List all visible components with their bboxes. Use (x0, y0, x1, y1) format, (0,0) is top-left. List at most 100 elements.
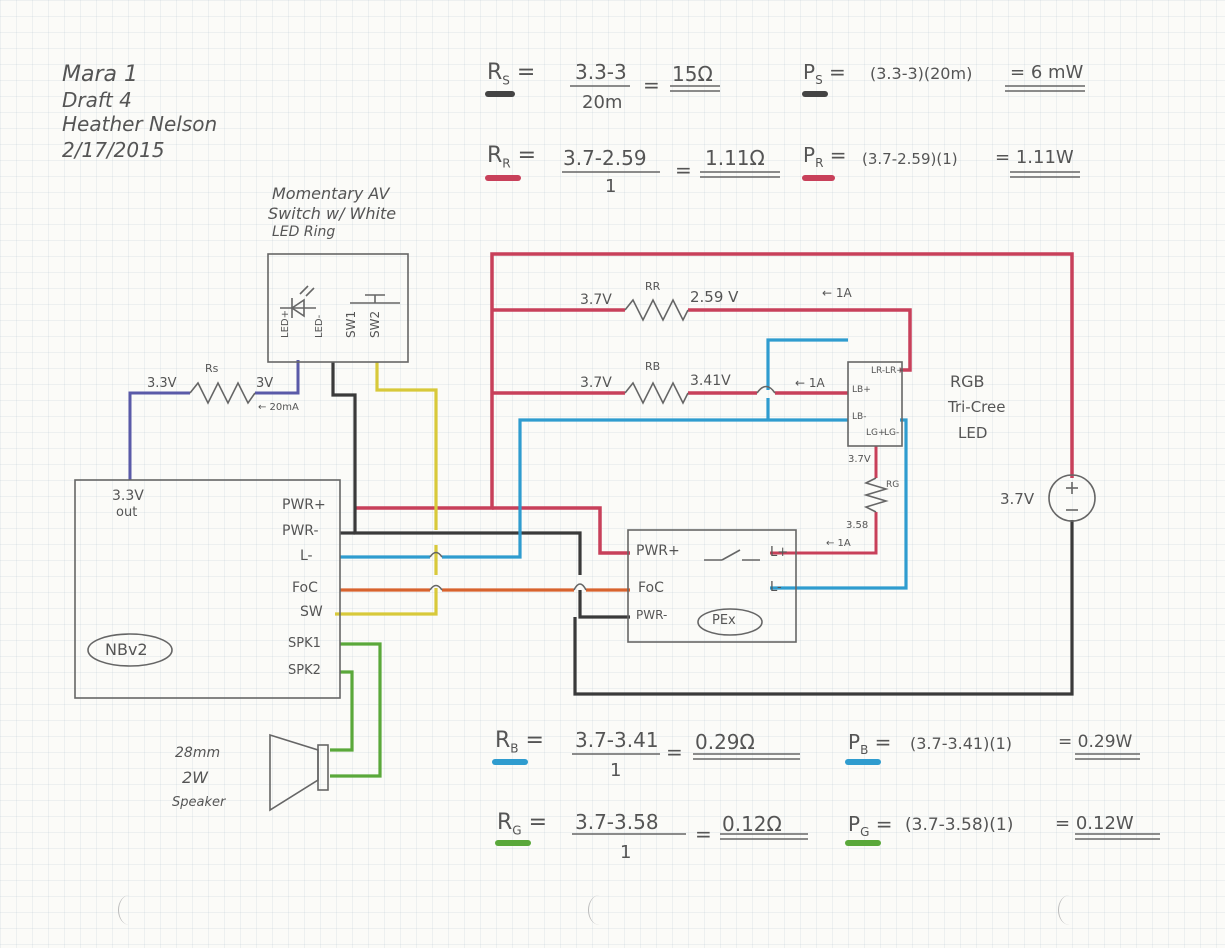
eq-rg-num: 3.7-3.58 (575, 810, 659, 834)
board-out-label: out (116, 505, 138, 520)
rgb-pin-lb-minus: LB- (852, 412, 867, 422)
eq-rr-den: 1 (605, 176, 617, 197)
wire-blue (340, 338, 908, 590)
pex-pin-l-minus: L- (770, 580, 782, 595)
eq-pg-expr: (3.7-3.58)(1) (905, 815, 1014, 835)
eq-rg-lhs: RG = (497, 810, 548, 838)
pex-pin-pwr-plus: PWR+ (636, 543, 680, 559)
led-ring-icon (280, 285, 316, 318)
switch-pin-led-plus: LED+ (280, 310, 291, 338)
rb-left-voltage: 3.7V (580, 375, 612, 391)
eq-rg-result: 0.12Ω (722, 812, 782, 836)
nbv2-circle (87, 633, 173, 667)
rgb-title-1: RGB (950, 372, 985, 391)
rs-name: Rs (205, 362, 219, 375)
eq-rr-lhs: RR = (487, 143, 537, 171)
header-author: Heather Nelson (62, 112, 218, 136)
eq-ps-result: = 6 mW (1010, 62, 1084, 83)
eq-rr-result: 1.11Ω (705, 146, 765, 170)
eq-ps-lhs: PS = (803, 60, 846, 87)
board-pin-foc: FoC (292, 580, 318, 596)
board-pin-l-minus: L- (300, 548, 313, 564)
eq-rb-eq: = (666, 740, 683, 764)
eq-pr-result: = 1.11W (995, 147, 1074, 168)
wire-yellow (335, 362, 438, 616)
eq-rr-eq: = (675, 158, 692, 182)
rs-current: ← 20mA (258, 402, 299, 413)
eq-rs-eq: = (643, 73, 660, 97)
eq-rb-lhs: RB = (495, 728, 544, 756)
eq-rr-num: 3.7-2.59 (563, 146, 647, 170)
header-draft: Draft 4 (62, 88, 132, 112)
eq-ps-expr: (3.3-3)(20m) (870, 64, 973, 83)
rgb-title-3: LED (958, 424, 988, 442)
board-name: NBv2 (105, 640, 148, 659)
switch-caption-1: Momentary AV (272, 184, 390, 203)
resistor-rs-icon (189, 381, 256, 405)
punch-hole-left (118, 895, 141, 925)
rgb-pin-lg-minus: LG- (884, 428, 900, 438)
speaker-size: 28mm (175, 745, 221, 761)
wire-red-rg (770, 446, 878, 555)
rg-bottom-voltage: 3.58 (846, 520, 869, 531)
eq-pg-result: = 0.12W (1055, 813, 1134, 834)
wire-black (331, 362, 1074, 696)
resistor-rb-icon (624, 381, 689, 405)
battery-voltage: 3.7V (1000, 490, 1035, 508)
wire-green (330, 642, 382, 778)
rr-current: ← 1A (822, 286, 852, 300)
wire-crossings (429, 385, 776, 591)
rgb-pin-lb-plus: LB+ (852, 385, 871, 395)
rr-left-voltage: 3.7V (580, 292, 612, 308)
switch-pin-led-minus: LED- (314, 314, 325, 338)
eq-rb-result: 0.29Ω (695, 730, 755, 754)
rb-current: ← 1A (795, 376, 825, 390)
rgb-pin-lg-plus: LG+ (866, 428, 886, 438)
speaker-label: Speaker (172, 795, 226, 810)
header-title: Mara 1 (62, 62, 138, 87)
switch-module-box (267, 253, 409, 363)
wire-purple (128, 360, 300, 480)
eq-pg-lhs: PG = (848, 812, 893, 839)
eq-fraction-bars (562, 85, 1160, 840)
board-out-voltage: 3.3V (112, 488, 144, 504)
rg-top-voltage: 3.7V (848, 454, 871, 465)
rg-current: ← 1A (826, 538, 851, 549)
eq-rs-result: 15Ω (672, 62, 713, 86)
board-pin-sw: SW (300, 604, 323, 620)
pex-circle (697, 608, 763, 636)
resistor-rr-icon (624, 298, 689, 322)
pex-pin-foc: FoC (638, 580, 664, 596)
pushbutton-icon (350, 294, 400, 304)
eq-rs-num: 3.3-3 (575, 60, 627, 84)
eq-pr-lhs: PR = (803, 143, 847, 170)
pex-box (627, 529, 797, 643)
eq-rb-num: 3.7-3.41 (575, 728, 659, 752)
rr-right-voltage: 2.59 V (690, 288, 739, 306)
switch-caption-2: Switch w/ White (268, 204, 397, 223)
eq-swatches (485, 91, 881, 846)
rgb-pin-lr-plus: LR+ (885, 366, 904, 376)
pex-pin-l-plus: L+ (770, 545, 789, 560)
pex-name: PEx (712, 613, 736, 628)
speaker-icon (269, 733, 329, 812)
eq-pr-expr: (3.7-2.59)(1) (862, 150, 958, 168)
eq-rs-lhs: RS = (487, 60, 536, 88)
board-pin-spk2: SPK2 (288, 663, 321, 678)
switch-pin-sw2: SW2 (368, 310, 382, 338)
eq-pb-result: = 0.29W (1058, 732, 1133, 752)
eq-rs-den: 20m (582, 92, 623, 113)
header-date: 2/17/2015 (62, 138, 165, 162)
board-box (74, 479, 341, 699)
pex-pin-pwr-minus: PWR- (636, 608, 668, 622)
eq-rb-den: 1 (610, 760, 622, 781)
rr-name: RR (645, 280, 661, 293)
eq-pb-lhs: PB = (848, 730, 892, 757)
rb-right-voltage: 3.41V (690, 373, 731, 389)
eq-rg-den: 1 (620, 842, 632, 863)
eq-rg-eq: = (695, 822, 712, 846)
wire-red-main (355, 252, 1074, 555)
rs-right-voltage: 3V (256, 376, 274, 391)
